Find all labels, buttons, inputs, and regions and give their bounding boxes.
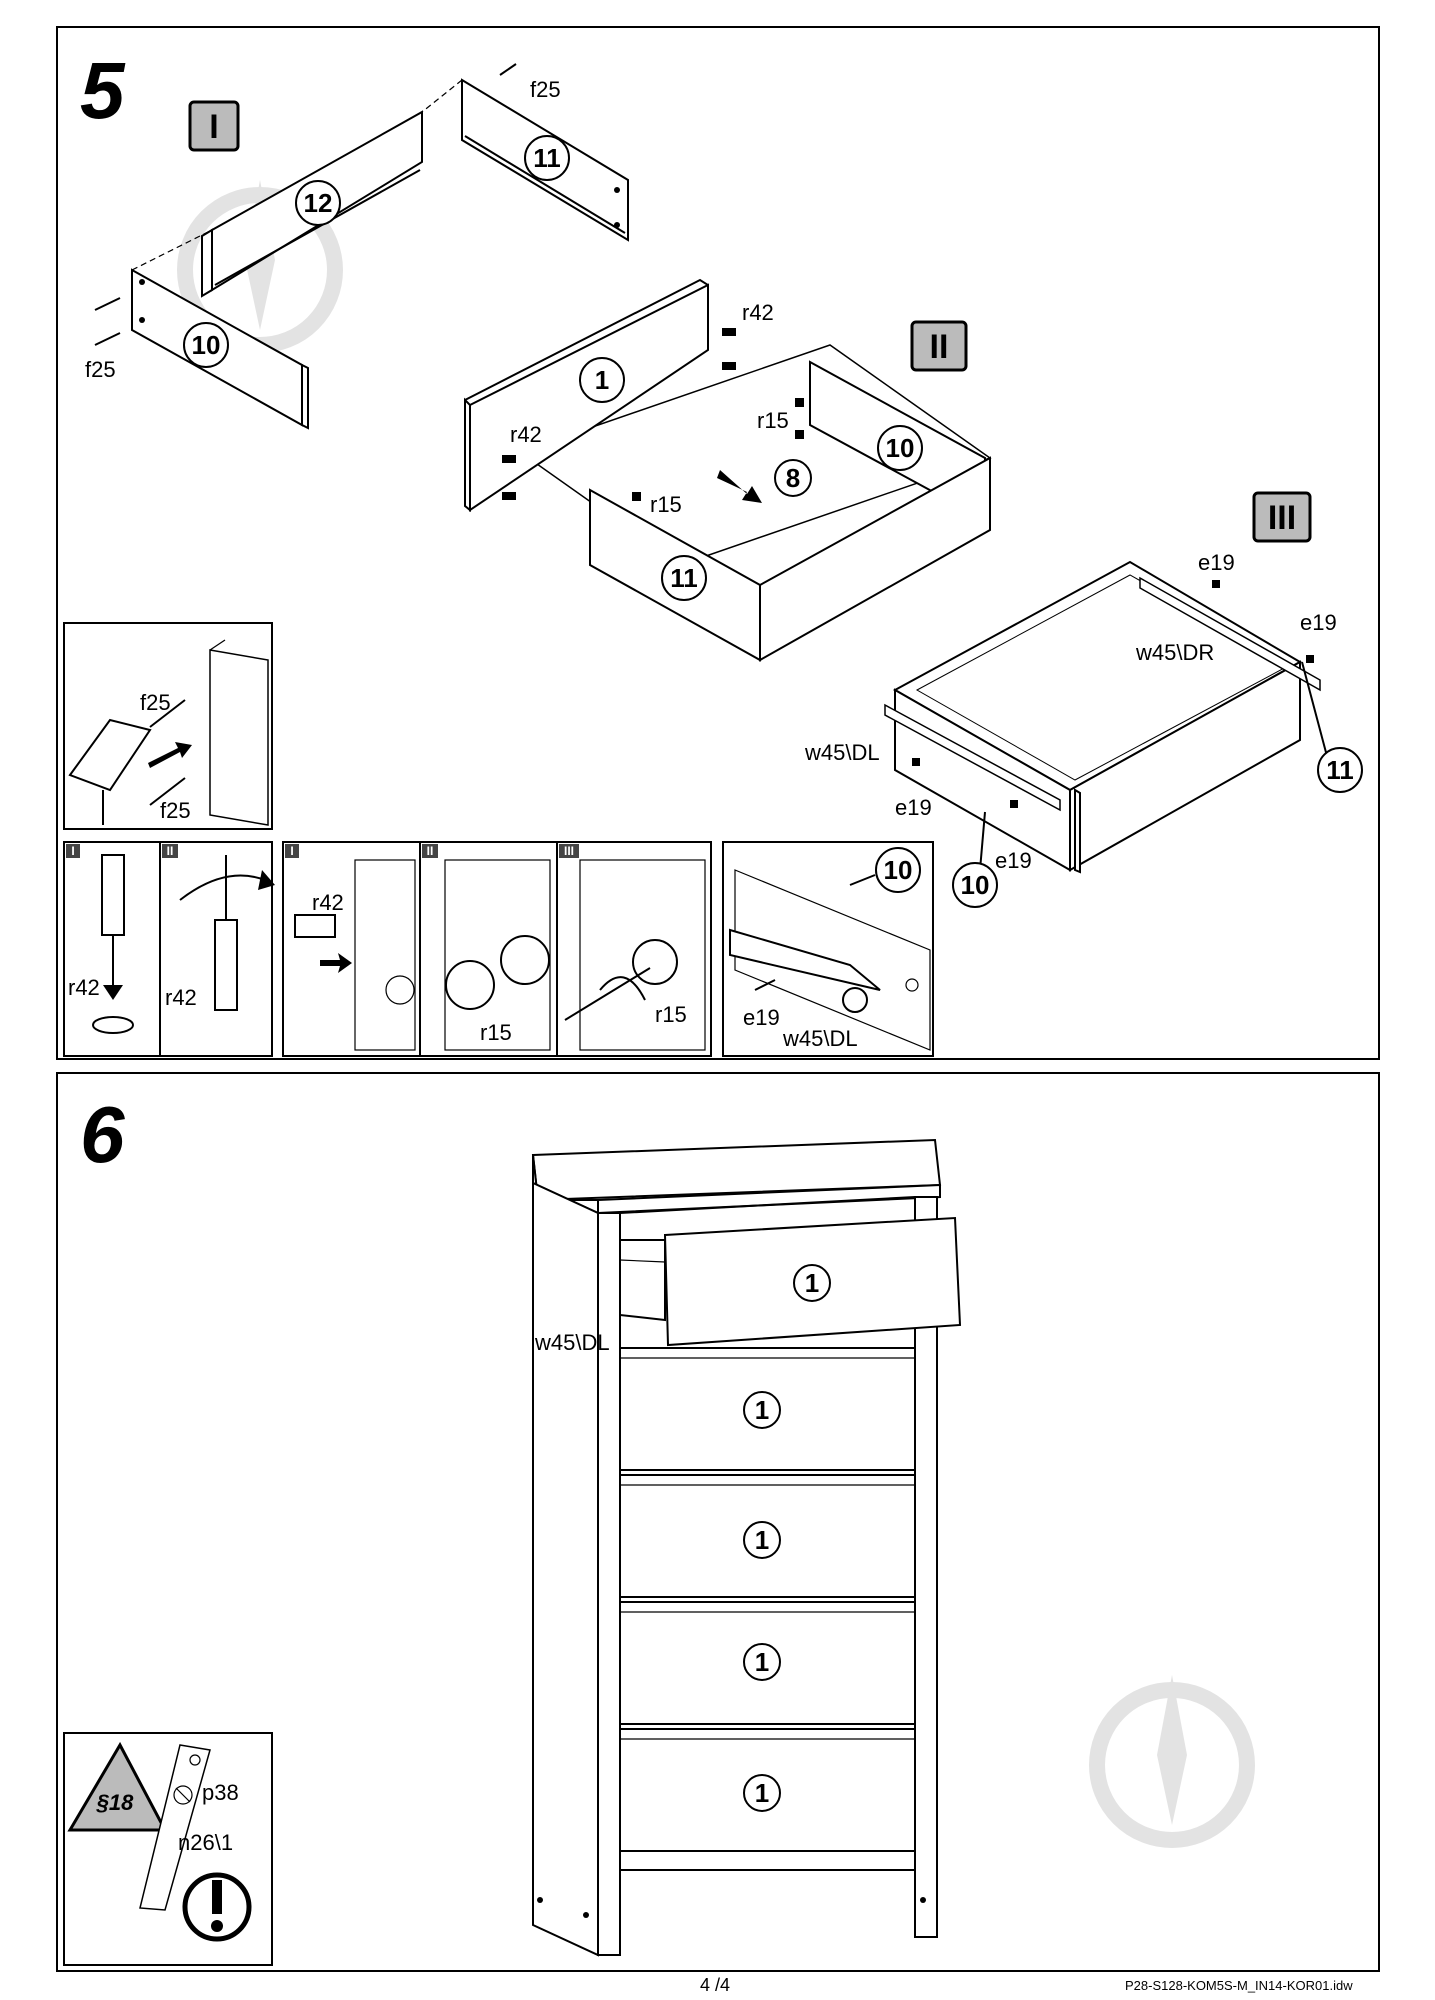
detail-nail-box: f25 f25 bbox=[63, 622, 273, 830]
drawer-4: 1 bbox=[619, 1601, 916, 1725]
svg-text:e19: e19 bbox=[1300, 610, 1337, 635]
svg-text:f25: f25 bbox=[530, 77, 561, 102]
svg-text:I: I bbox=[290, 844, 293, 858]
svg-text:r42: r42 bbox=[510, 422, 542, 447]
stage-I-screws-f25-left: f25 bbox=[85, 229, 213, 382]
svg-text:e19: e19 bbox=[895, 795, 932, 820]
detail-cam-box: I II r42 r42 bbox=[63, 841, 275, 1057]
stage-I-panel-12: 12 bbox=[201, 110, 423, 298]
svg-text:f25: f25 bbox=[85, 357, 116, 382]
svg-text:r42: r42 bbox=[165, 985, 197, 1010]
svg-text:r15: r15 bbox=[757, 408, 789, 433]
svg-text:11: 11 bbox=[670, 563, 698, 593]
watermark-icon-2 bbox=[1089, 1675, 1255, 1848]
stage-III-hardware: e19 e19 w45\DR w45\DL e19 e19 bbox=[804, 550, 1337, 873]
detail-mid-box: I II III r42 r15 r15 bbox=[282, 841, 712, 1057]
svg-text:8: 8 bbox=[786, 463, 800, 493]
svg-text:I: I bbox=[209, 108, 218, 146]
stage-III-drawer: 11 10 bbox=[884, 560, 1363, 908]
svg-text:1: 1 bbox=[805, 1268, 819, 1298]
stage-III-badge: III bbox=[1252, 491, 1312, 543]
stage-II-drawer-box: 1 10 11 8 bbox=[464, 278, 992, 662]
svg-text:p38: p38 bbox=[202, 1780, 239, 1805]
drawer-2: 1 bbox=[619, 1347, 916, 1471]
stage-I-screw-f25-top: f25 bbox=[421, 63, 561, 113]
stage-I-panel-10: 10 bbox=[131, 268, 309, 430]
svg-text:II: II bbox=[427, 844, 434, 858]
svg-text:r15: r15 bbox=[650, 492, 682, 517]
svg-text:e19: e19 bbox=[1198, 550, 1235, 575]
page-number: 4 /4 bbox=[700, 1975, 731, 1995]
svg-text:r42: r42 bbox=[312, 890, 344, 915]
svg-text:f25: f25 bbox=[160, 798, 191, 823]
svg-text:III: III bbox=[1268, 499, 1296, 537]
step5-number: 5 bbox=[80, 46, 126, 135]
file-name: P28-S128-KOM5S-M_IN14-KOR01.idw bbox=[1125, 1978, 1353, 1993]
svg-text:e19: e19 bbox=[995, 848, 1032, 873]
svg-text:12: 12 bbox=[304, 188, 333, 218]
svg-text:r42: r42 bbox=[68, 975, 100, 1000]
svg-text:1: 1 bbox=[755, 1778, 769, 1808]
svg-text:I: I bbox=[71, 844, 74, 858]
svg-text:II: II bbox=[930, 328, 949, 366]
rail-label: w45\DL bbox=[534, 1330, 610, 1355]
svg-text:f25: f25 bbox=[140, 690, 171, 715]
svg-text:1: 1 bbox=[755, 1525, 769, 1555]
drawer-open: 1 w45\DL bbox=[534, 1216, 962, 1355]
svg-text:w45\DL: w45\DL bbox=[804, 740, 880, 765]
svg-text:1: 1 bbox=[755, 1647, 769, 1677]
svg-text:1: 1 bbox=[595, 365, 609, 395]
stage-II-badge: II bbox=[910, 320, 968, 372]
svg-text:n26\1: n26\1 bbox=[178, 1830, 233, 1855]
warning-box: §18 p38 n26\1 bbox=[63, 1732, 273, 1966]
svg-text:III: III bbox=[564, 844, 574, 858]
stage-II-hardware: r42 r42 r15 r15 bbox=[502, 300, 804, 517]
svg-text:10: 10 bbox=[884, 855, 913, 885]
stage-I-panel-11: 11 bbox=[461, 78, 629, 242]
step6-frame bbox=[56, 1072, 1380, 1972]
svg-text:11: 11 bbox=[533, 143, 561, 173]
svg-text:r42: r42 bbox=[742, 300, 774, 325]
svg-text:e19: e19 bbox=[743, 1005, 780, 1030]
drawer-5: 1 bbox=[619, 1728, 916, 1852]
svg-text:II: II bbox=[167, 844, 174, 858]
svg-text:w45\DL: w45\DL bbox=[782, 1026, 858, 1051]
drawer-3: 1 bbox=[619, 1474, 916, 1598]
svg-text:w45\DR: w45\DR bbox=[1135, 640, 1214, 665]
step6-number: 6 bbox=[80, 1090, 125, 1179]
svg-text:11: 11 bbox=[1326, 755, 1354, 785]
svg-text:r15: r15 bbox=[655, 1002, 687, 1027]
warning-sign: §18 bbox=[96, 1790, 134, 1815]
svg-text:r15: r15 bbox=[480, 1020, 512, 1045]
detail-rail-box: 10 e19 w45\DL bbox=[722, 841, 934, 1057]
svg-text:10: 10 bbox=[886, 433, 915, 463]
stage-I-badge: I bbox=[188, 100, 240, 152]
step5-frame bbox=[56, 26, 1380, 1060]
svg-text:10: 10 bbox=[961, 870, 990, 900]
svg-text:1: 1 bbox=[755, 1395, 769, 1425]
svg-text:10: 10 bbox=[192, 330, 221, 360]
